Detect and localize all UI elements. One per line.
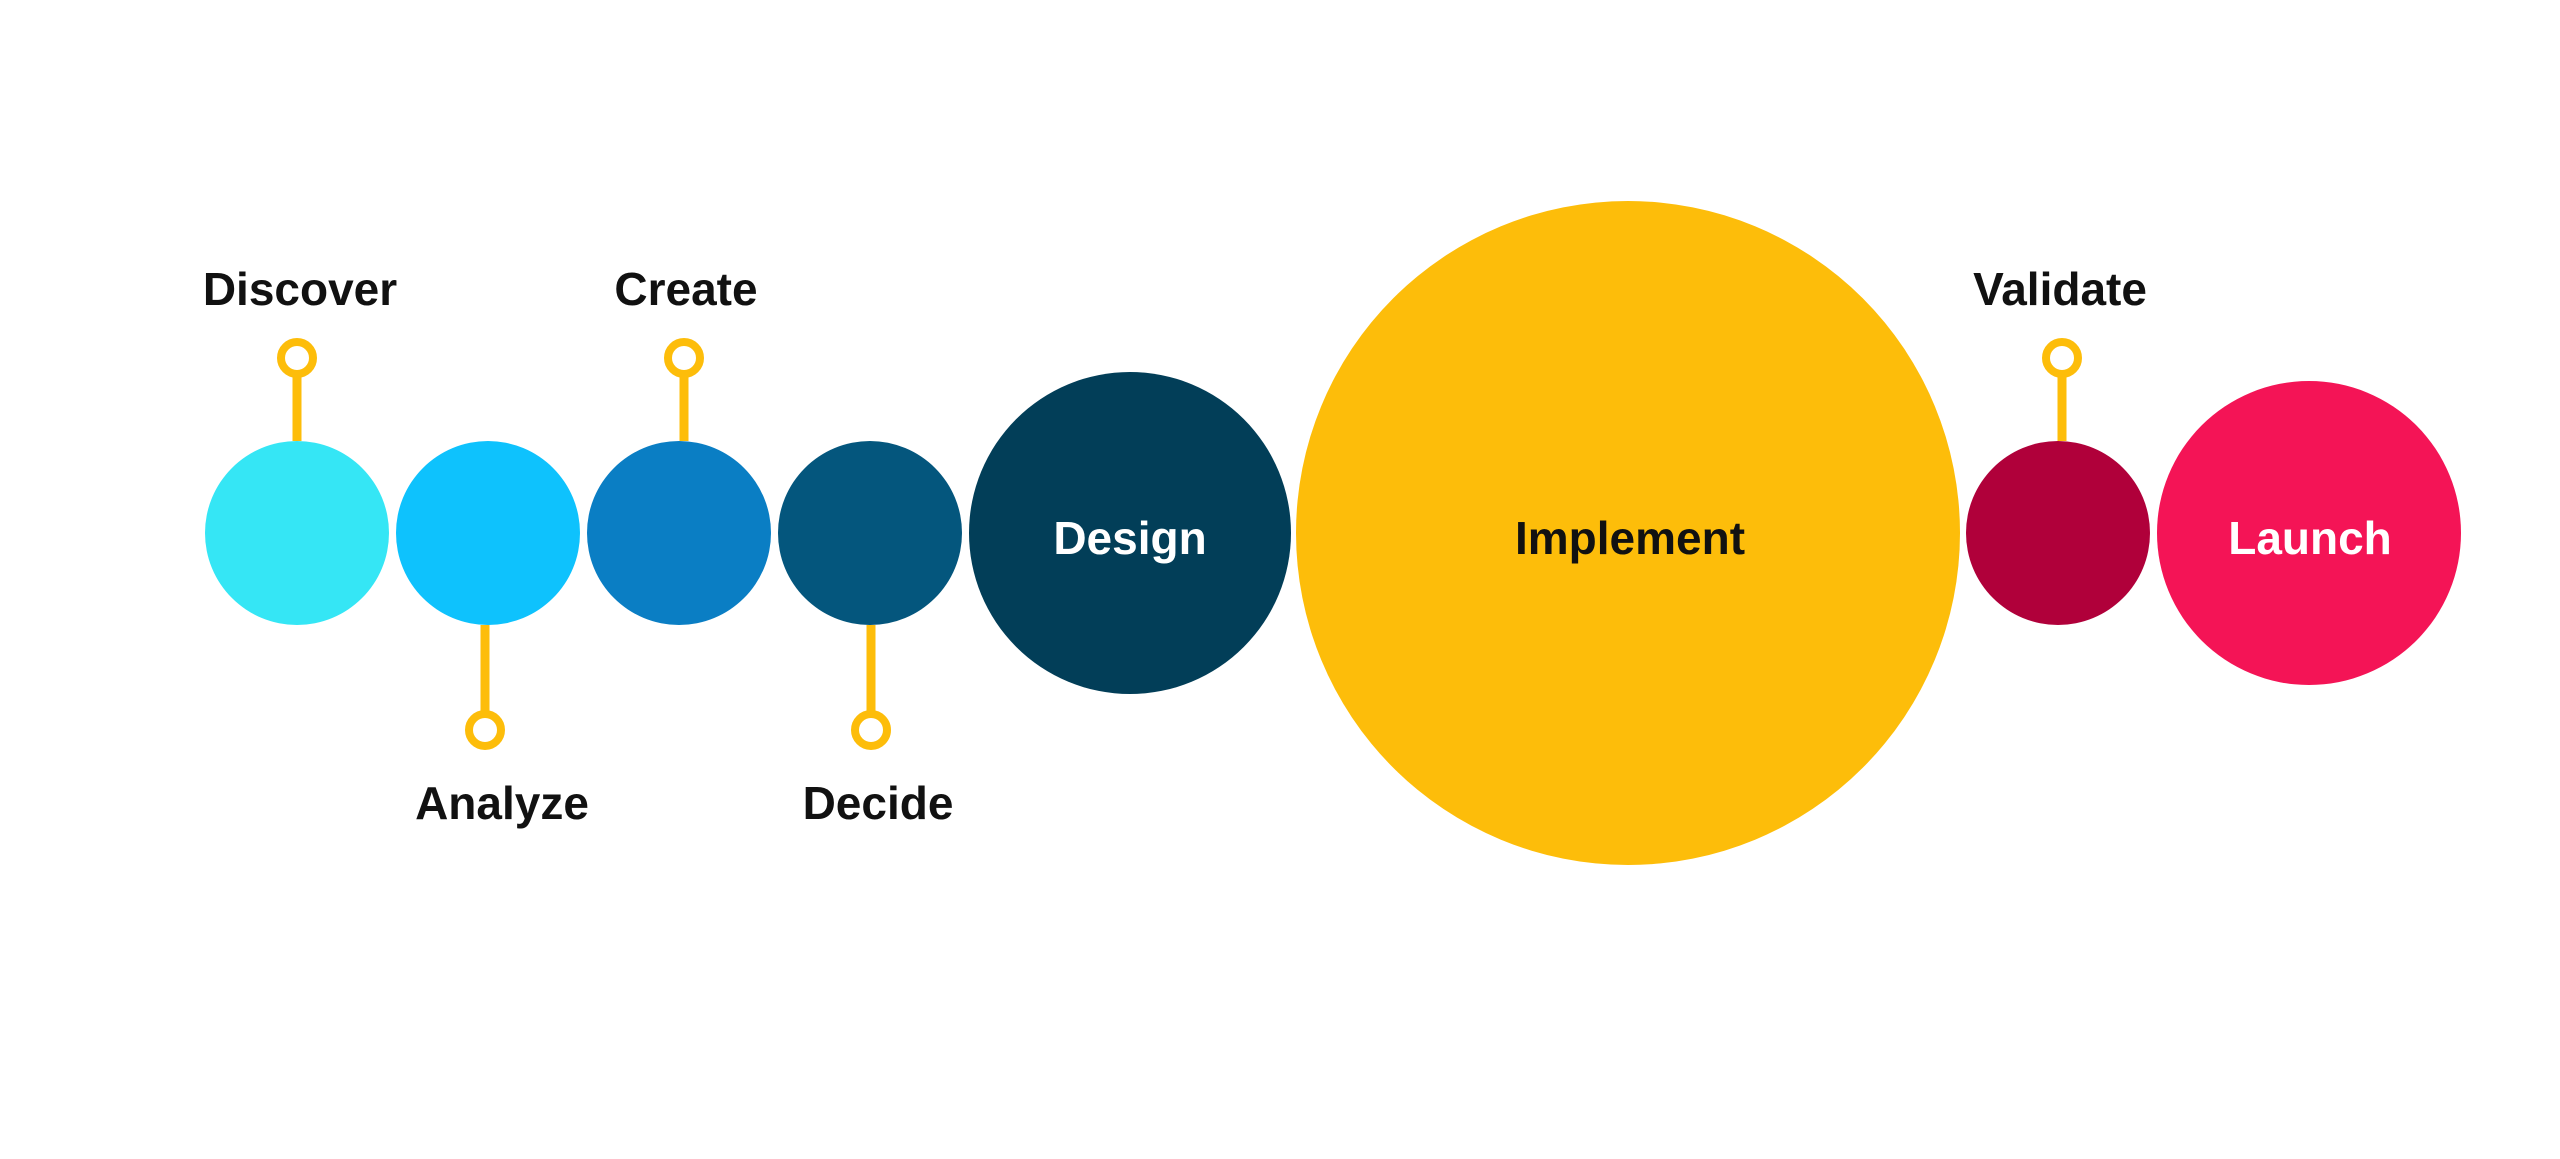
stage-circle-analyze: [396, 441, 580, 625]
callout-decide: [851, 625, 891, 750]
stage-circle-implement: [1296, 201, 1960, 865]
stage-circle-discover: [205, 441, 389, 625]
callout-ring-validate: [2042, 338, 2082, 378]
callout-ring-discover: [277, 338, 317, 378]
stage-label-discover: Discover: [202, 263, 398, 315]
callout-create: [664, 338, 704, 441]
stage-circle-decide: [778, 441, 962, 625]
stage-circle-create: [587, 441, 771, 625]
stage-circle-design: [969, 372, 1291, 694]
stage-label-analyze: Analyze: [415, 777, 589, 829]
callout-validate: [2042, 338, 2082, 441]
stage-label-create: Create: [614, 263, 758, 315]
stage-circle-launch: [2157, 381, 2461, 685]
callout-discover: [277, 338, 317, 441]
stage-label-launch: Launch: [2228, 512, 2392, 564]
stage-label-implement: Implement: [1514, 512, 1746, 564]
callout-ring-analyze: [465, 710, 505, 750]
callout-ring-create: [664, 338, 704, 378]
stage-circle-validate: [1966, 441, 2150, 625]
callout-analyze: [465, 625, 505, 750]
callout-ring-decide: [851, 710, 891, 750]
stage-label-design: Design: [1053, 512, 1207, 564]
stage-label-validate: Validate: [1973, 263, 2147, 315]
stage-label-decide: Decide: [802, 777, 954, 829]
